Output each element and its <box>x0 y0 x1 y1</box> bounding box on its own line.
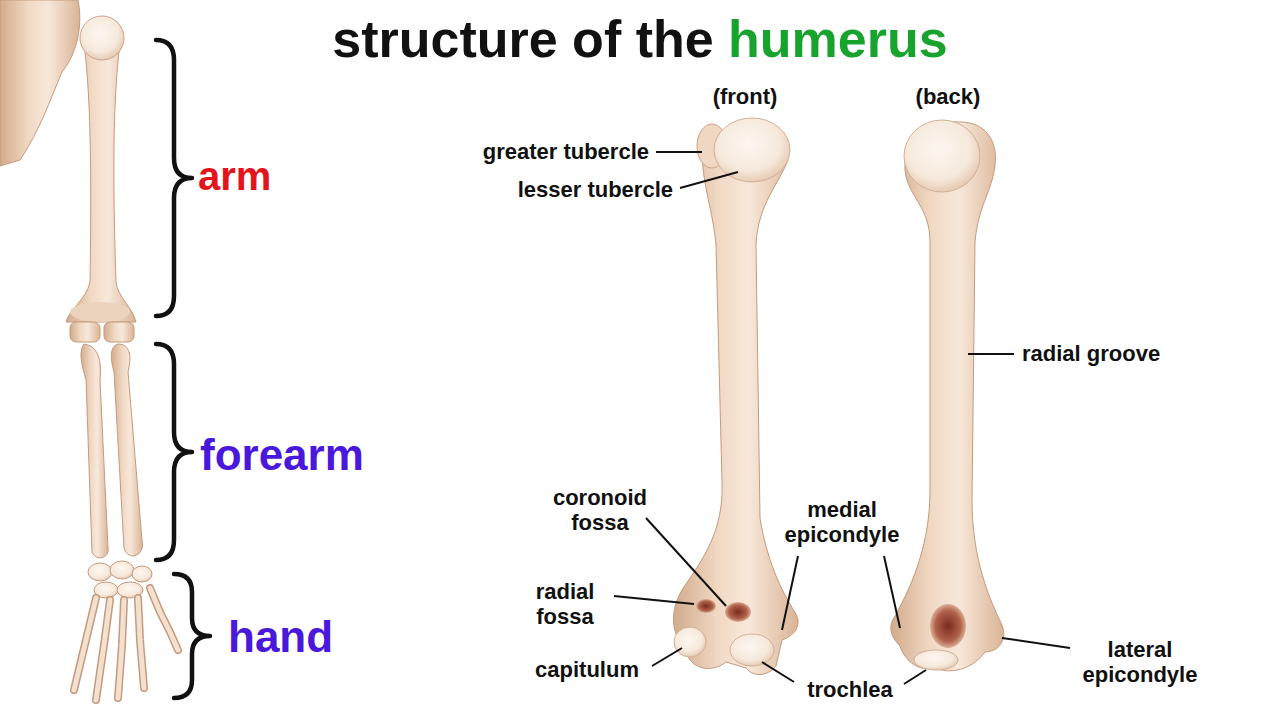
forearm-bones <box>81 344 143 558</box>
elbow <box>70 322 100 342</box>
hand-bones <box>96 600 110 700</box>
leader-line <box>968 353 1014 355</box>
humerus-front <box>674 118 799 675</box>
leader-line <box>680 172 738 188</box>
part-label: coronoid fossa <box>535 485 665 536</box>
arm-humerus <box>80 16 124 60</box>
hand-bones <box>74 598 96 690</box>
leader-line <box>652 648 682 666</box>
view-label: (back) <box>916 84 981 109</box>
leader-line <box>614 596 694 604</box>
humerus-back <box>914 650 958 670</box>
view-label: (front) <box>713 84 778 109</box>
leader-line <box>884 556 900 628</box>
part-label: radial fossa <box>515 579 615 630</box>
hand-bones <box>74 588 178 700</box>
bracket <box>156 40 192 316</box>
title: structure of the humerus <box>332 10 947 70</box>
leader-line <box>782 556 798 630</box>
region-label: forearm <box>200 430 364 481</box>
humerus-front <box>674 142 799 675</box>
elbow <box>70 322 134 342</box>
hand-bones <box>138 598 144 688</box>
humerus-front <box>730 634 774 666</box>
hand-bones <box>118 600 124 698</box>
humerus-back <box>891 120 1004 671</box>
humerus-front <box>725 602 751 622</box>
humerus-front <box>696 599 716 613</box>
elbow <box>104 322 134 342</box>
part-label: trochlea <box>807 677 893 702</box>
wrist <box>88 561 152 598</box>
leader-line <box>646 518 726 606</box>
part-label: lesser tubercle <box>518 177 673 202</box>
hand-bones <box>118 600 124 698</box>
hand-bones <box>74 598 96 690</box>
leader-line <box>1002 638 1070 648</box>
wrist <box>132 566 152 582</box>
bracket <box>174 574 210 698</box>
leader-line <box>656 151 702 153</box>
part-label: lateral epicondyle <box>1068 637 1213 688</box>
humerus-front <box>714 118 790 182</box>
humerus-front <box>674 627 706 657</box>
forearm-bones <box>111 344 142 556</box>
humerus-back <box>891 122 1004 671</box>
arm-humerus <box>66 16 136 322</box>
hand-bones <box>96 600 110 700</box>
part-label: medial epicondyle <box>770 497 915 548</box>
leader-line <box>904 670 926 684</box>
hand-bones <box>150 588 178 650</box>
humerus-back <box>930 604 966 648</box>
part-label: radial groove <box>1022 341 1160 366</box>
wrist <box>110 561 134 579</box>
region-label: arm <box>198 153 271 199</box>
arm-humerus <box>66 44 136 322</box>
scapula <box>0 0 80 166</box>
arm-humerus <box>70 302 130 322</box>
hand-bones <box>74 588 178 700</box>
leader-line <box>762 662 794 682</box>
wrist <box>88 563 112 581</box>
bracket <box>156 344 192 560</box>
humerus-back <box>904 120 980 192</box>
part-label: greater tubercle <box>483 139 649 164</box>
scapula <box>0 0 80 166</box>
hand-bones <box>74 588 178 700</box>
region-label: hand <box>228 612 333 663</box>
part-label: capitulum <box>535 657 639 682</box>
bracket <box>156 40 210 698</box>
leader-line <box>614 152 1070 684</box>
forearm-bones <box>81 344 108 558</box>
hand-bones <box>138 598 144 688</box>
hand-bones <box>150 588 178 650</box>
